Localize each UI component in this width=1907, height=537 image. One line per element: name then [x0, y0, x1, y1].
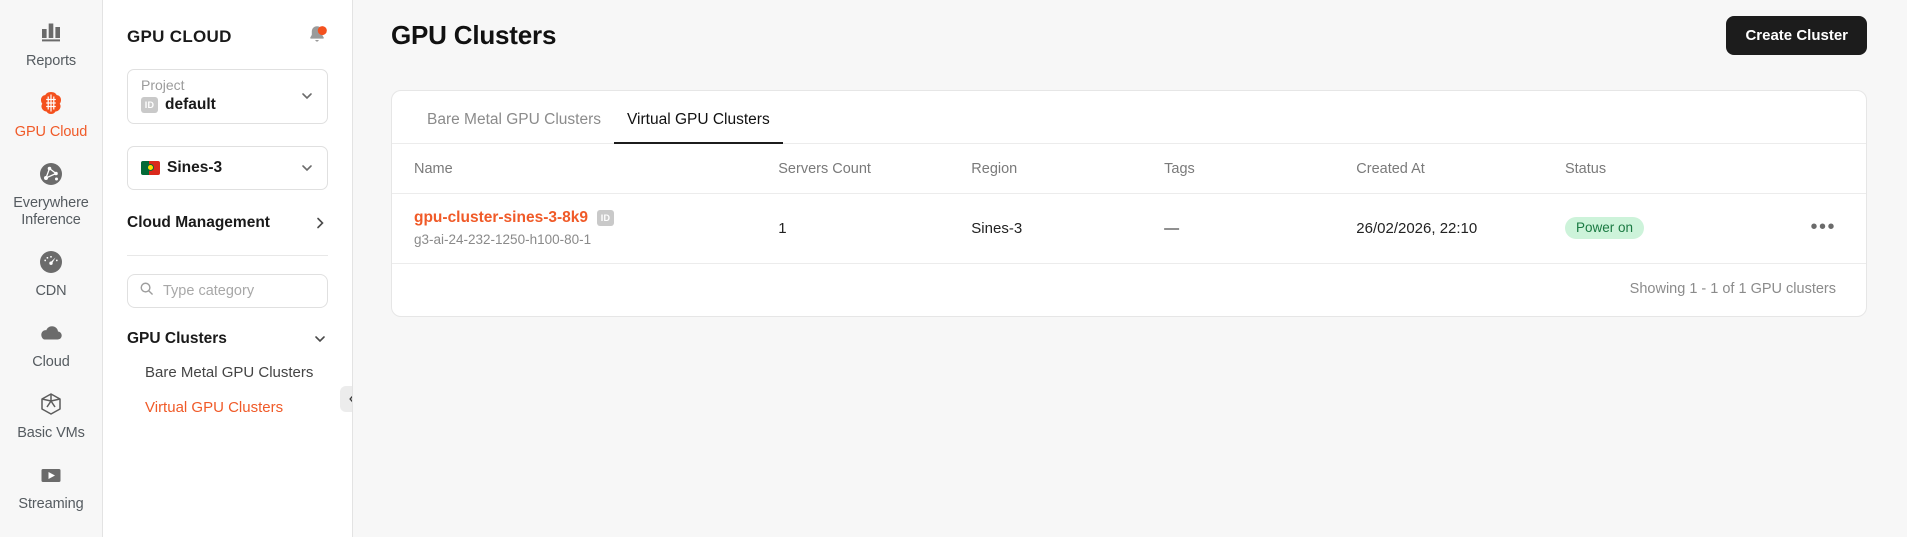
- bar-chart-icon: [36, 17, 66, 47]
- chevron-down-icon: [299, 160, 315, 176]
- create-cluster-button[interactable]: Create Cluster: [1726, 15, 1867, 55]
- sidebar-item-cloud-management[interactable]: Cloud Management: [127, 212, 328, 234]
- project-value: default: [165, 96, 216, 113]
- column-header-created-at: Created At: [1356, 144, 1565, 194]
- page-title: GPU Clusters: [391, 19, 557, 50]
- region-selector[interactable]: Sines-3: [127, 146, 328, 190]
- rail-item-cloud[interactable]: Cloud: [0, 309, 102, 380]
- secondary-sidebar: GPU CLOUD Project ID default: [103, 0, 353, 537]
- speedometer-icon: [36, 247, 66, 277]
- id-badge-icon: ID: [141, 97, 158, 113]
- rail-label: Everywhere Inference: [13, 195, 89, 228]
- clusters-table: Name Servers Count Region Tags Created A…: [392, 144, 1866, 264]
- column-header-servers-count: Servers Count: [778, 144, 972, 194]
- cube-icon: [36, 389, 66, 419]
- rail-label: CDN: [35, 283, 67, 299]
- category-search[interactable]: [127, 274, 328, 308]
- clusters-card: Bare Metal GPU Clusters Virtual GPU Clus…: [391, 90, 1867, 317]
- table-footer-count: Showing 1 - 1 of 1 GPU clusters: [1629, 281, 1836, 297]
- region-value-wrap: Sines-3: [141, 158, 222, 178]
- table-header-row: Name Servers Count Region Tags Created A…: [392, 144, 1866, 194]
- column-header-region: Region: [971, 144, 1165, 194]
- sidebar-group-gpu-clusters[interactable]: GPU Clusters: [127, 330, 328, 348]
- sidebar-divider: [127, 255, 328, 256]
- cluster-name-link[interactable]: gpu-cluster-sines-3-8k9 ID: [414, 209, 614, 227]
- rail-item-everywhere-inference[interactable]: Everywhere Inference: [0, 150, 102, 238]
- chevron-left-icon: [349, 395, 352, 403]
- sidebar-item-bare-metal-gpu-clusters[interactable]: Bare Metal GPU Clusters: [145, 364, 314, 381]
- cell-actions: •••: [1777, 193, 1866, 264]
- notifications-bell-icon[interactable]: [304, 22, 330, 48]
- column-header-tags: Tags: [1164, 144, 1357, 194]
- row-actions-menu-icon[interactable]: •••: [1810, 215, 1836, 238]
- page-header: GPU Clusters Create Cluster: [353, 0, 1907, 70]
- status-badge: Power on: [1564, 217, 1645, 239]
- cloud-icon: [36, 318, 66, 348]
- group-label: GPU Clusters: [127, 330, 227, 347]
- primary-nav-rail: Reports GPU Cloud: [0, 0, 103, 537]
- rail-item-basic-vms[interactable]: Basic VMs: [0, 380, 102, 451]
- rail-item-cdn[interactable]: CDN: [0, 238, 102, 309]
- network-node-icon: [36, 159, 66, 189]
- search-icon: [139, 281, 154, 301]
- tab-virtual-gpu-clusters[interactable]: Virtual GPU Clusters: [614, 111, 783, 144]
- cluster-type-tabs: Bare Metal GPU Clusters Virtual GPU Clus…: [392, 91, 1866, 144]
- column-header-actions: [1777, 144, 1866, 194]
- rail-item-gpu-cloud[interactable]: GPU Cloud: [0, 79, 102, 150]
- chevron-right-icon: [312, 215, 328, 231]
- cell-region: Sines-3: [971, 193, 1165, 264]
- rail-label: Streaming: [18, 496, 84, 512]
- sidebar-item-virtual-gpu-clusters[interactable]: Virtual GPU Clusters: [145, 399, 284, 416]
- rail-item-reports[interactable]: Reports: [0, 8, 102, 79]
- column-header-name: Name: [392, 144, 779, 194]
- rail-label: Cloud: [32, 354, 70, 370]
- chevron-down-icon: [299, 88, 315, 104]
- search-input[interactable]: [163, 283, 316, 299]
- main-content: GPU Clusters Create Cluster Bare Metal G…: [353, 0, 1907, 537]
- tab-bare-metal-gpu-clusters[interactable]: Bare Metal GPU Clusters: [427, 111, 601, 128]
- sidebar-collapse-button[interactable]: [340, 386, 352, 412]
- cloud-management-label: Cloud Management: [127, 214, 270, 231]
- cell-created-at: 26/02/2026, 22:10: [1356, 193, 1565, 264]
- table-body: gpu-cluster-sines-3-8k9 ID g3-ai-24-232-…: [392, 193, 1866, 264]
- project-selector[interactable]: Project ID default: [127, 69, 328, 124]
- cell-status: Power on: [1564, 193, 1778, 264]
- project-caption: Project: [141, 77, 185, 93]
- cluster-flavor: g3-ai-24-232-1250-h100-80-1: [414, 232, 592, 247]
- rail-label: GPU Cloud: [14, 124, 88, 140]
- table-row: gpu-cluster-sines-3-8k9 ID g3-ai-24-232-…: [392, 193, 1866, 264]
- sidebar-title: GPU CLOUD: [127, 27, 232, 46]
- rail-label: Reports: [25, 53, 77, 69]
- brain-chip-icon: [36, 88, 66, 118]
- id-badge-icon[interactable]: ID: [597, 210, 614, 226]
- column-header-status: Status: [1564, 144, 1778, 194]
- table-head: Name Servers Count Region Tags Created A…: [392, 144, 1866, 194]
- project-value-wrap: ID default: [141, 95, 216, 115]
- portugal-flag-icon: [141, 160, 160, 175]
- play-icon: [36, 460, 66, 490]
- cell-servers-count: 1: [778, 193, 972, 264]
- cell-name: gpu-cluster-sines-3-8k9 ID g3-ai-24-232-…: [392, 193, 779, 264]
- cluster-name-text: gpu-cluster-sines-3-8k9: [414, 209, 588, 226]
- chevron-down-icon: [312, 331, 328, 347]
- region-value: Sines-3: [167, 158, 223, 176]
- rail-label: Basic VMs: [17, 425, 85, 441]
- rail-item-streaming[interactable]: Streaming: [0, 451, 102, 522]
- cell-tags: —: [1164, 193, 1357, 264]
